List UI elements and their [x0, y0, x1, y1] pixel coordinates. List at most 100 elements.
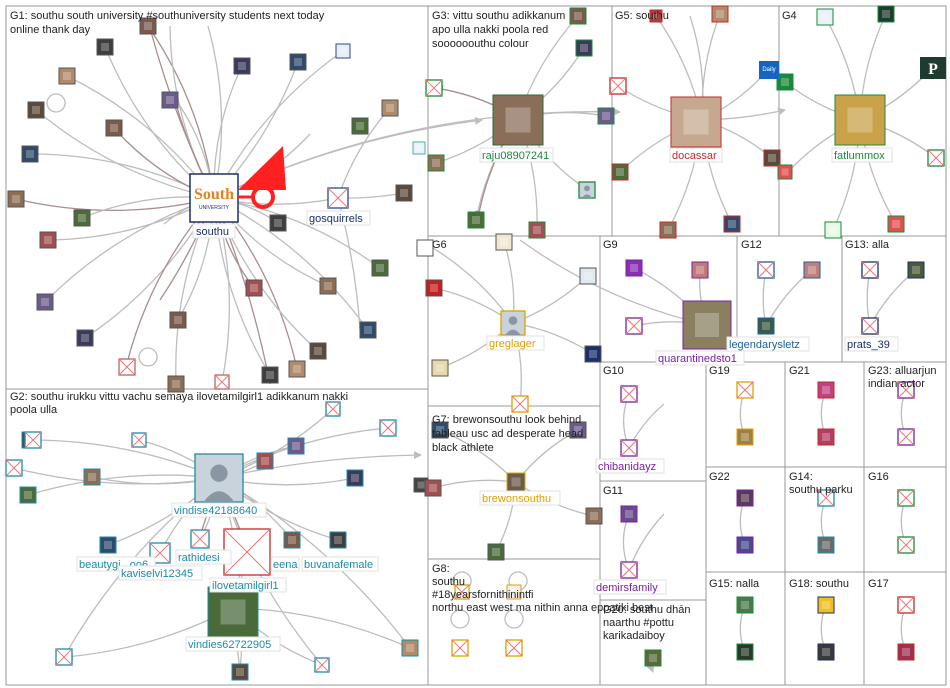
profile-thumbnail[interactable]: [73, 209, 91, 227]
southu-logo-node[interactable]: South UNIVERSITY: [189, 173, 239, 223]
node-label-docassar[interactable]: docassar: [669, 147, 723, 163]
profile-thumbnail[interactable]: [611, 163, 629, 181]
profile-thumbnail[interactable]: [817, 381, 835, 399]
profile-thumbnail[interactable]: [7, 190, 25, 208]
missing-image-icon[interactable]: [425, 79, 443, 97]
node-label-fatlummox[interactable]: fatlummox: [831, 147, 893, 163]
profile-thumbnail[interactable]: [99, 536, 117, 554]
profile-thumbnail[interactable]: [76, 329, 94, 347]
node-label-brewonsouthu[interactable]: brewonsouthu: [479, 490, 561, 506]
missing-image-icon[interactable]: [379, 419, 397, 437]
missing-image-icon[interactable]: [214, 374, 230, 390]
missing-image-icon[interactable]: [24, 431, 42, 449]
profile-thumbnail[interactable]: [288, 360, 306, 378]
profile-thumbnail[interactable]: [569, 421, 587, 439]
profile-thumbnail[interactable]: [233, 57, 251, 75]
profile-thumbnail[interactable]: [495, 233, 513, 251]
profile-thumbnail[interactable]: [723, 215, 741, 233]
profile-thumbnail[interactable]: [907, 261, 925, 279]
profile-thumbnail[interactable]: [261, 366, 279, 384]
node-label-demirsfamily[interactable]: demirsfamily: [593, 579, 667, 595]
profile-thumbnail[interactable]: [736, 428, 754, 446]
profile-thumbnail[interactable]: [777, 164, 793, 180]
profile-thumbnail[interactable]: [487, 543, 505, 561]
profile-thumbnail[interactable]: [329, 531, 347, 549]
profile-thumbnail[interactable]: [351, 117, 369, 135]
missing-image-icon[interactable]: [223, 528, 271, 576]
profile-thumbnail[interactable]: [36, 293, 54, 311]
profile-thumbnail[interactable]: [584, 345, 602, 363]
profile-thumbnail[interactable]: [585, 507, 603, 525]
node-label-chibanidayz[interactable]: chibanidayz: [595, 458, 665, 474]
missing-image-icon[interactable]: [454, 584, 470, 600]
profile-thumbnail[interactable]: [711, 5, 729, 23]
profile-thumbnail[interactable]: [105, 119, 123, 137]
profile-thumbnail[interactable]: [691, 261, 709, 279]
profile-thumbnail[interactable]: [757, 317, 775, 335]
profile-thumbnail[interactable]: [19, 486, 37, 504]
profile-thumbnail[interactable]: [834, 94, 886, 146]
missing-image-icon[interactable]: [861, 261, 879, 279]
missing-image-icon[interactable]: [927, 149, 945, 167]
profile-thumbnail[interactable]: [416, 239, 434, 257]
profile-thumbnail[interactable]: [381, 99, 399, 117]
profile-thumbnail[interactable]: [528, 221, 546, 239]
profile-thumbnail[interactable]: [816, 8, 834, 26]
profile-thumbnail[interactable]: [424, 479, 442, 497]
profile-thumbnail[interactable]: [887, 215, 905, 233]
default-avatar-icon[interactable]: [194, 453, 244, 503]
node-label-prats-39[interactable]: prats_39: [844, 336, 899, 352]
missing-image-icon[interactable]: [897, 381, 915, 399]
node-label-kaviselvi12345[interactable]: kaviselvi12345: [118, 565, 203, 581]
profile-thumbnail[interactable]: [371, 259, 389, 277]
profile-thumbnail[interactable]: [425, 279, 443, 297]
node-label-eena[interactable]: eena: [270, 556, 300, 572]
node-label-rathidesi[interactable]: rathidesi: [175, 549, 232, 565]
profile-thumbnail[interactable]: [506, 584, 522, 600]
node-label-greglager[interactable]: greglager: [486, 335, 545, 351]
missing-image-icon[interactable]: [757, 261, 775, 279]
profile-thumbnail[interactable]: [644, 649, 662, 667]
node-label-vindies62722905[interactable]: vindies62722905: [185, 636, 281, 652]
profile-thumbnail[interactable]: [620, 505, 638, 523]
profile-thumbnail[interactable]: [431, 359, 449, 377]
missing-image-icon[interactable]: [327, 187, 349, 209]
missing-image-icon[interactable]: [118, 358, 136, 376]
missing-image-icon[interactable]: [620, 385, 638, 403]
missing-image-icon[interactable]: [325, 401, 341, 417]
node-label-gosquirrels[interactable]: gosquirrels: [306, 210, 371, 226]
profile-thumbnail[interactable]: [359, 321, 377, 339]
node-label-ilovetamilgirl1[interactable]: ilovetamilgirl1: [209, 577, 287, 593]
profile-thumbnail[interactable]: [492, 94, 544, 146]
missing-image-icon[interactable]: [511, 395, 529, 413]
profile-thumbnail[interactable]: [579, 267, 597, 285]
profile-thumbnail[interactable]: [245, 279, 263, 297]
profile-thumbnail[interactable]: [161, 91, 179, 109]
profile-thumbnail[interactable]: [803, 261, 821, 279]
profile-thumbnail[interactable]: [776, 73, 794, 91]
profile-thumbnail[interactable]: [736, 489, 754, 507]
profile-thumbnail[interactable]: [21, 145, 39, 163]
default-avatar-icon[interactable]: [578, 181, 596, 199]
missing-image-icon[interactable]: [897, 428, 915, 446]
profile-thumbnail[interactable]: [287, 437, 305, 455]
profile-thumbnail[interactable]: [412, 141, 426, 155]
missing-image-icon[interactable]: [897, 596, 915, 614]
profile-thumbnail[interactable]: [649, 9, 663, 23]
node-label-buvanafemale[interactable]: buvanafemale: [301, 556, 379, 572]
missing-image-icon[interactable]: [451, 639, 469, 657]
profile-thumbnail[interactable]: [817, 643, 835, 661]
profile-thumbnail[interactable]: [83, 468, 101, 486]
profile-thumbnail[interactable]: [597, 107, 615, 125]
profile-thumbnail[interactable]: [682, 300, 732, 350]
profile-thumbnail[interactable]: [670, 96, 722, 148]
p-logo-node[interactable]: P: [920, 57, 946, 79]
profile-thumbnail[interactable]: [309, 342, 327, 360]
missing-image-icon[interactable]: [55, 648, 73, 666]
missing-image-icon[interactable]: [736, 381, 754, 399]
default-avatar-icon[interactable]: [500, 310, 526, 336]
profile-thumbnail[interactable]: [817, 536, 835, 554]
profile-thumbnail[interactable]: [207, 586, 259, 638]
profile-thumbnail[interactable]: [231, 663, 249, 681]
profile-thumbnail[interactable]: [289, 53, 307, 71]
